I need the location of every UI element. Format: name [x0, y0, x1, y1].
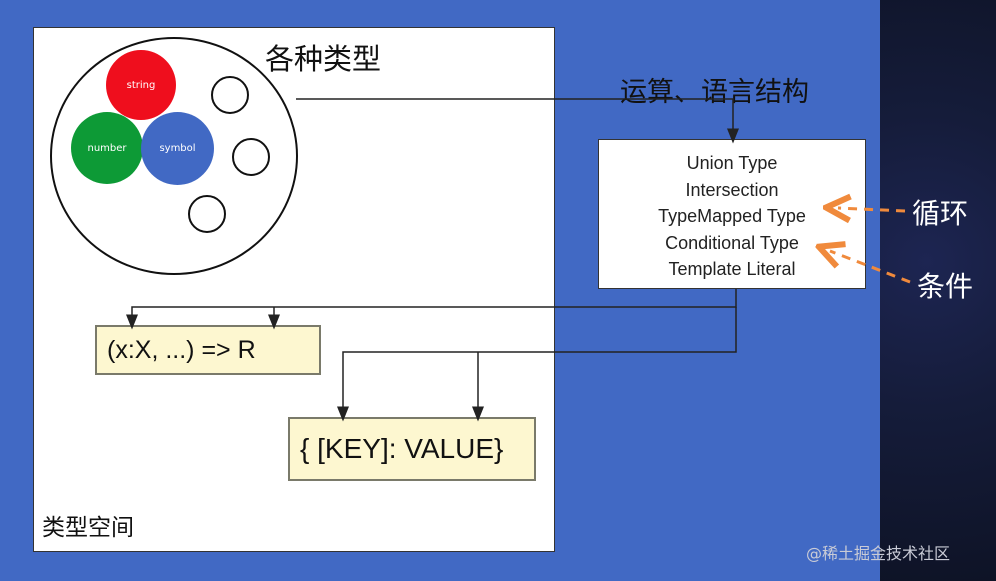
operations-title: 运算、语言结构 — [620, 77, 809, 108]
index-type-box: { [KEY]: VALUE} — [288, 417, 536, 481]
condition-dashed-arrow — [830, 251, 911, 284]
symbol-type-circle: symbol — [141, 112, 214, 185]
type-space-label: 类型空间 — [42, 515, 134, 541]
connector-ops-to-index — [337, 307, 737, 422]
empty-type-circle — [232, 138, 270, 176]
empty-type-circle — [211, 76, 249, 114]
function-type-box: (x:X, ...) => R — [95, 325, 321, 375]
operation-conditional: Conditional Type — [665, 232, 799, 253]
connector-types-to-ops — [296, 98, 739, 144]
number-type-circle: number — [71, 112, 143, 184]
connector-ops-to-function — [126, 289, 737, 330]
loop-label: 循环 — [912, 197, 969, 230]
loop-dashed-arrow — [838, 208, 906, 211]
operation-intersection: Intersection — [685, 179, 779, 200]
operation-template: Template Literal — [668, 259, 796, 279]
condition-label: 条件 — [917, 270, 974, 303]
watermark: @稀土掘金技术社区 — [806, 544, 951, 563]
operation-union: Union Type — [686, 153, 778, 173]
empty-type-circle — [188, 195, 226, 233]
types-title: 各种类型 — [265, 42, 382, 76]
operation-mapped: TypeMapped Type — [658, 206, 806, 226]
string-type-circle: string — [106, 50, 176, 120]
background-dark-area — [880, 0, 996, 581]
